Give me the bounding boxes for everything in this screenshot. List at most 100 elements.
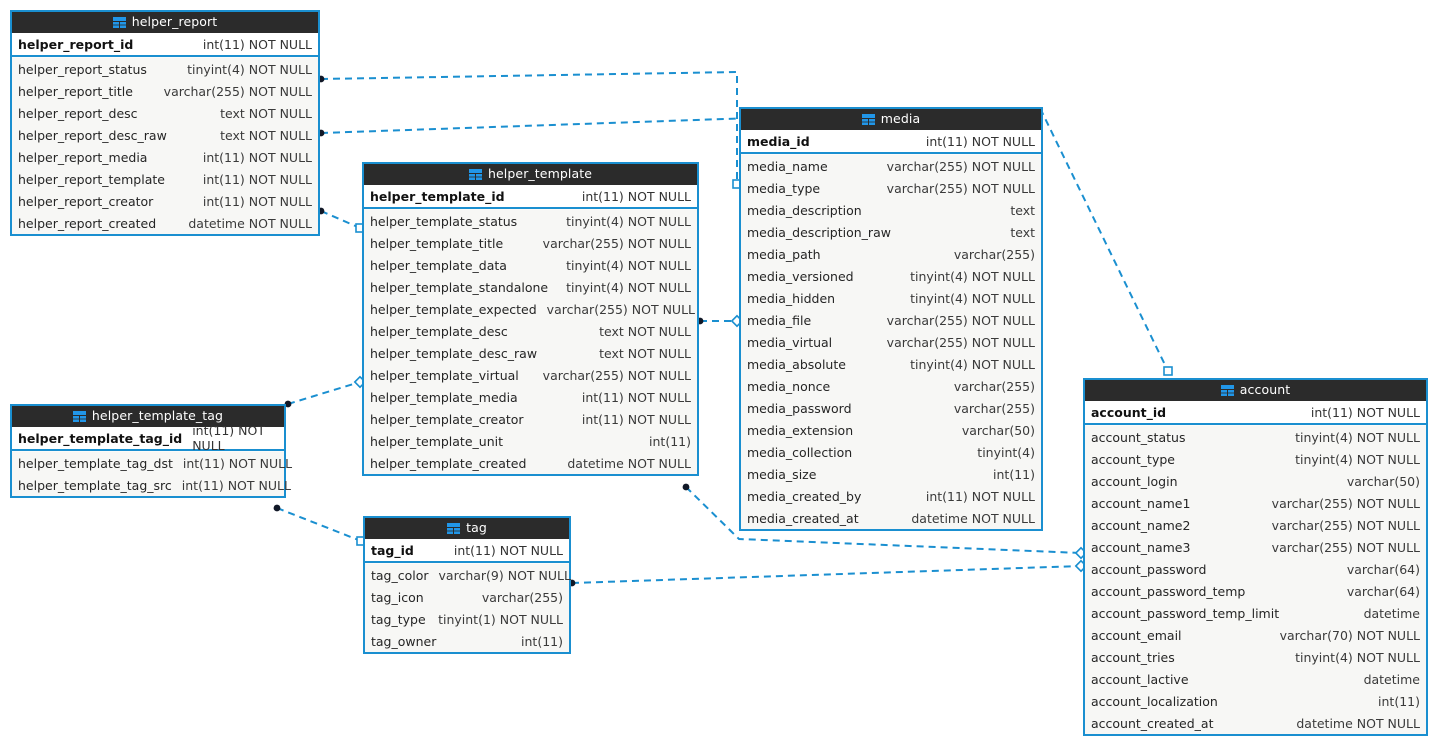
relationship-rel-helper_template_tag-helper_template[interactable]	[284, 375, 367, 408]
column-type: text	[1010, 224, 1035, 240]
entity-header-helper_template[interactable]: helper_template	[364, 164, 697, 185]
column-type: varchar(255)	[953, 400, 1035, 416]
column-name: account_name2	[1091, 517, 1191, 533]
column-name: helper_report_status	[18, 61, 147, 77]
column-type: datetime NOT NULL	[188, 215, 312, 231]
entity-header-account[interactable]: account	[1085, 380, 1426, 401]
column-type: int(11) NOT NULL	[453, 542, 563, 558]
column-name: account_status	[1091, 429, 1186, 445]
relationship-rel-tag-account[interactable]	[568, 559, 1088, 587]
column-name: helper_template_data	[370, 257, 507, 273]
column-type: int(11) NOT NULL	[581, 389, 691, 405]
column-row[interactable]: helper_report_status tinyint(4) NOT NULL	[12, 58, 318, 80]
entity-header-tag[interactable]: tag	[365, 518, 569, 539]
relationship-rel-helper_template-media[interactable]	[696, 314, 744, 328]
column-name: helper_template_desc	[370, 323, 508, 339]
column-type: datetime	[1363, 671, 1420, 687]
column-type: tinyint(4) NOT NULL	[187, 61, 312, 77]
column-name: helper_template_tag_src	[18, 477, 172, 493]
column-name: account_name1	[1091, 495, 1191, 511]
source-marker-filled-dot	[273, 504, 281, 512]
column-name: account_password	[1091, 561, 1207, 577]
entity-title: helper_report	[131, 14, 218, 30]
relationship-rel-helper_report-helper_template[interactable]	[317, 207, 365, 233]
column-type: varchar(64)	[1346, 561, 1420, 577]
entity-header-media[interactable]: media	[741, 109, 1041, 130]
column-type: text NOT NULL	[599, 323, 691, 339]
relationship-rel-helper_template_tag-tag[interactable]	[273, 504, 366, 546]
entity-header-helper_template_tag[interactable]: helper_template_tag	[12, 406, 284, 427]
entity-header-helper_report[interactable]: helper_report	[12, 12, 318, 33]
column-row[interactable]: account_password varchar(64)	[1085, 558, 1426, 580]
column-name: helper_template_tag_dst	[18, 455, 173, 471]
column-row[interactable]: helper_template_desc text NOT NULL	[364, 320, 697, 342]
